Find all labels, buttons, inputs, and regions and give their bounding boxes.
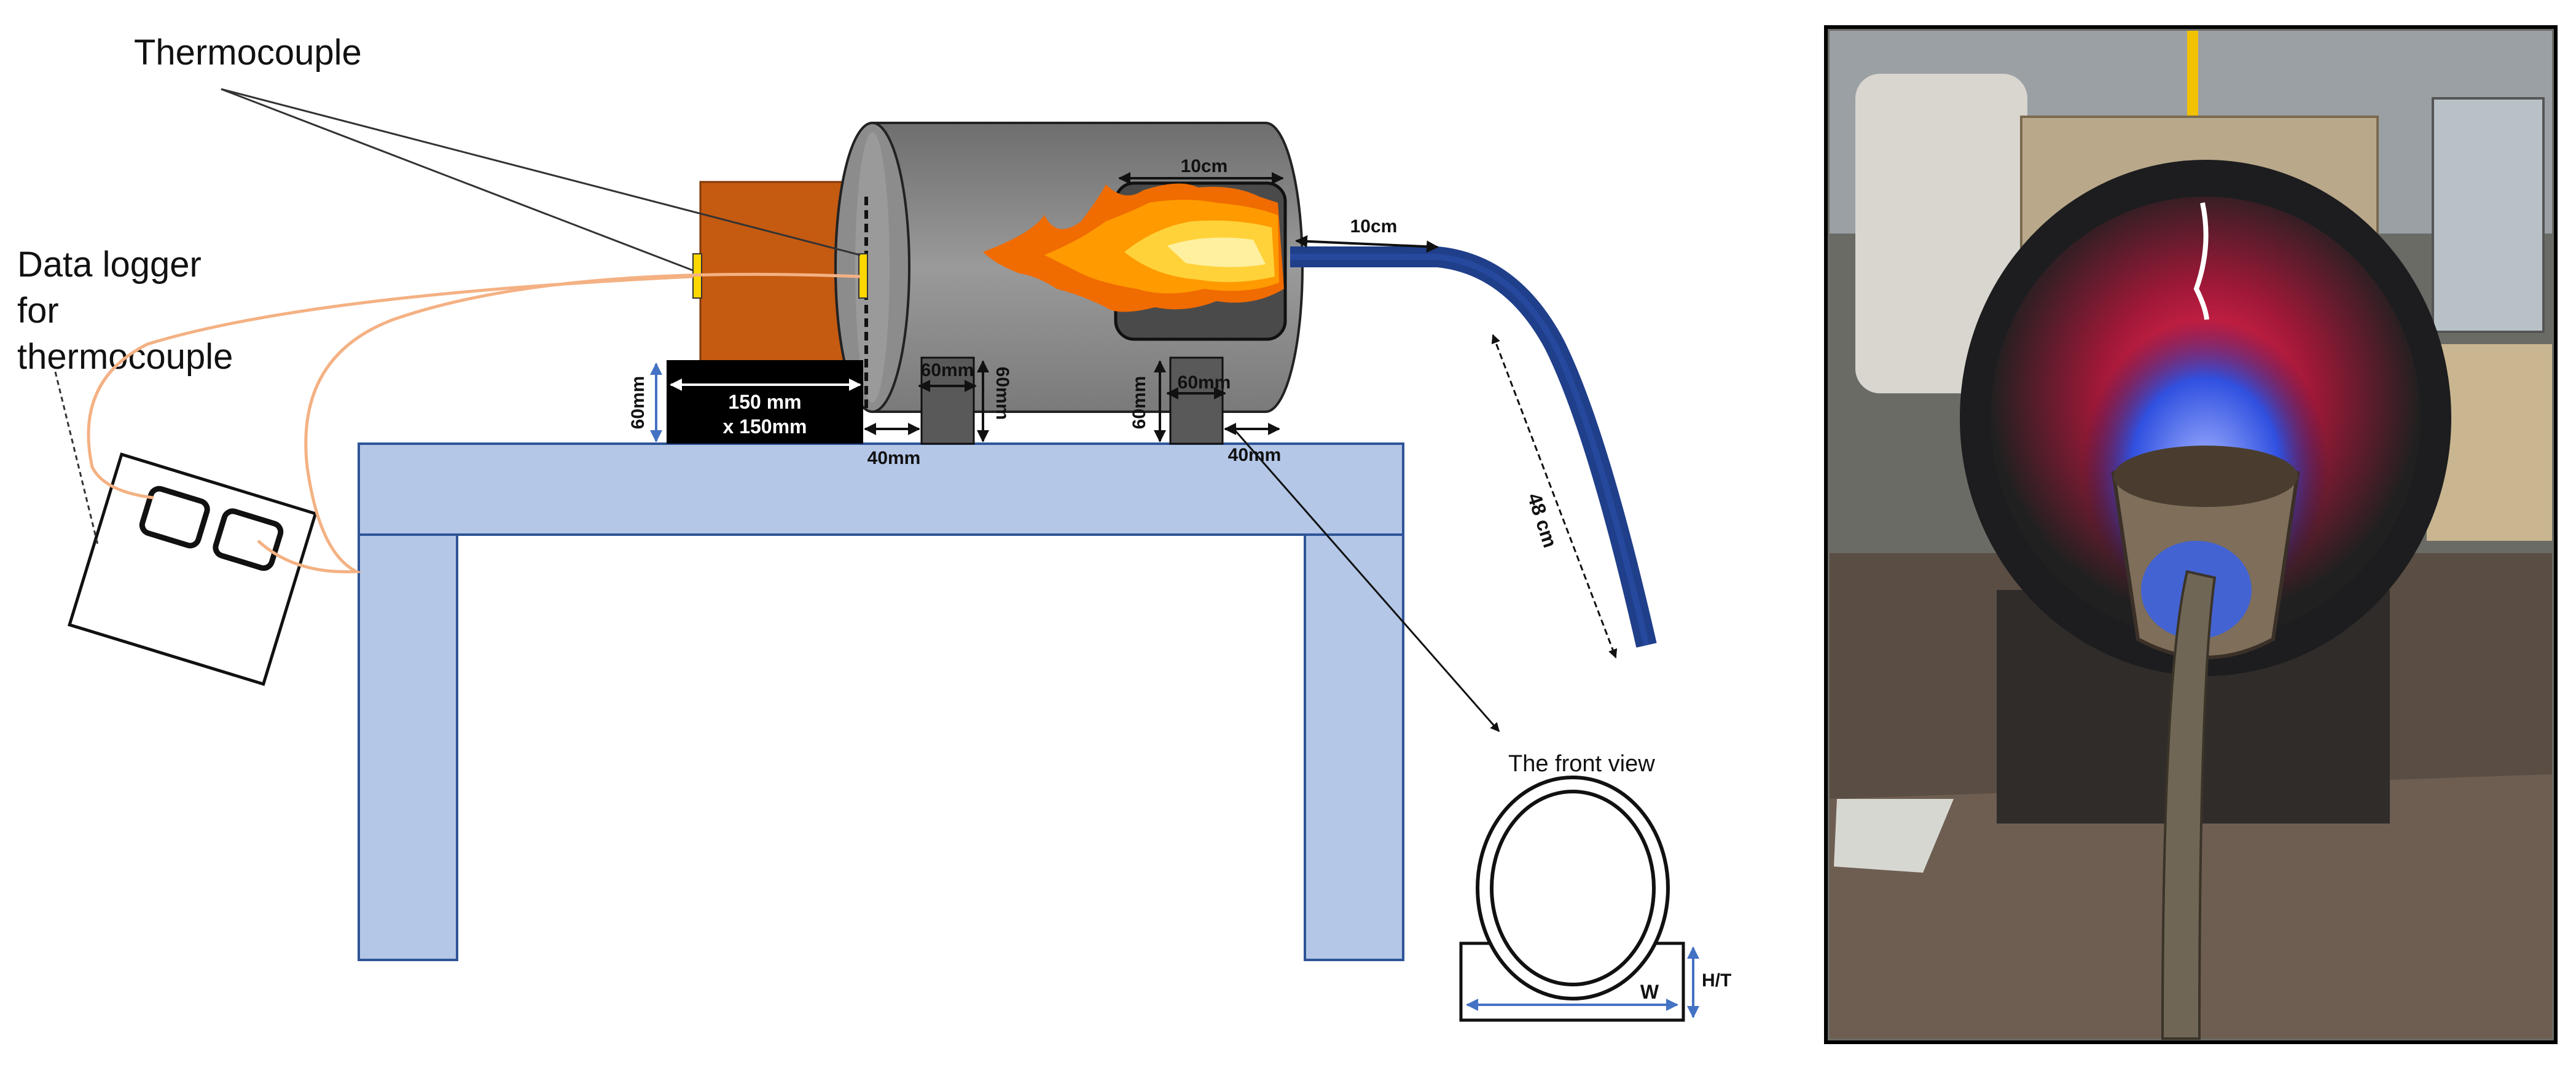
- base-block: [667, 360, 863, 444]
- data-logger-label-line2: for: [17, 291, 59, 331]
- dim-front-height: H/T: [1702, 970, 1731, 991]
- table-leg-right: [1304, 533, 1404, 961]
- front-view-pipe-inner: [1490, 790, 1656, 986]
- dim-block-size-2: x 150mm: [723, 415, 807, 438]
- dim-front-width: W: [1640, 981, 1659, 1003]
- logger-display-1: [139, 485, 210, 549]
- front-view-label: The front view: [1508, 751, 1655, 777]
- dim-gap-2: 40mm: [1228, 445, 1282, 465]
- support-block-2: [1169, 356, 1224, 445]
- experiment-photo: [1824, 25, 2558, 1044]
- thermocouple-wire-2: [257, 272, 861, 573]
- flame-icon: [983, 183, 1284, 312]
- dim-support2-height: 60mm: [1129, 376, 1149, 430]
- table: [358, 442, 1404, 961]
- dim-hose-offset: 10cm: [1350, 216, 1398, 237]
- data-logger: [68, 452, 318, 686]
- dim-support1-height: 60mm: [992, 367, 1012, 420]
- support-block-1: [920, 356, 975, 445]
- photo-gas-pipe: [2161, 570, 2217, 1040]
- dim-support2-width: 60mm: [1178, 372, 1231, 393]
- dim-block-size-1: 150 mm: [728, 391, 801, 413]
- front-view: The front view W H/T: [1459, 751, 1731, 1022]
- dim-support1-width: 60mm: [921, 360, 974, 380]
- table-top: [358, 442, 1404, 536]
- data-logger-label-line1: Data logger: [17, 245, 202, 285]
- thermocouple-label: Thermocouple: [134, 33, 362, 73]
- dim-gap-1: 40mm: [867, 448, 921, 468]
- dim-hose-length: 48 cm: [1523, 490, 1561, 550]
- dim-flame-window: 10cm: [1181, 156, 1228, 176]
- thermocouple-wire-1: [87, 275, 694, 500]
- table-leg-left: [358, 533, 458, 961]
- dim-block-height: 60mm: [628, 376, 648, 430]
- logger-display-2: [213, 508, 284, 571]
- thermocouple-tip-inner: [858, 253, 868, 299]
